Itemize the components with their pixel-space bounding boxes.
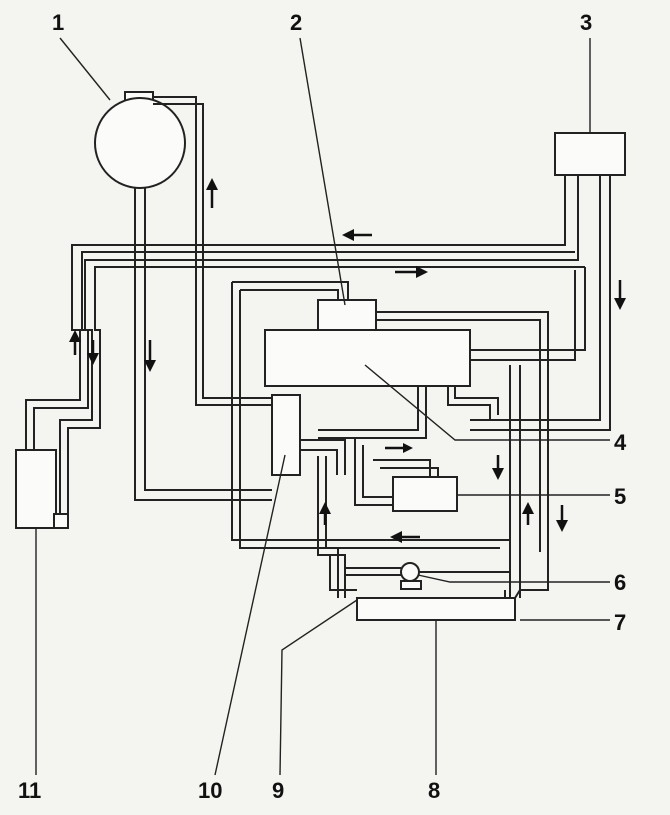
label-2: 2 — [290, 10, 303, 35]
label-5: 5 — [614, 484, 627, 509]
thermostat-housing — [317, 299, 377, 331]
label-7: 7 — [614, 610, 627, 635]
leader-lines — [35, 37, 610, 776]
label-9: 9 — [272, 778, 285, 803]
radiator — [356, 597, 516, 621]
oil-cooler — [392, 476, 458, 512]
flow-arrows — [69, 178, 626, 543]
pump-body — [271, 394, 301, 476]
label-10: 10 — [198, 778, 223, 803]
heater-core — [15, 449, 69, 529]
label-11: 11 — [18, 778, 42, 803]
coolant-pipes — [25, 96, 611, 599]
label-3: 3 — [580, 10, 593, 35]
engine-block — [264, 329, 471, 387]
label-8: 8 — [428, 778, 441, 803]
reservoir-box — [554, 132, 626, 176]
label-4: 4 — [614, 430, 627, 455]
label-1: 1 — [52, 10, 65, 35]
expansion-tank — [94, 91, 186, 189]
temperature-sensor — [400, 562, 422, 590]
label-6: 6 — [614, 570, 627, 595]
